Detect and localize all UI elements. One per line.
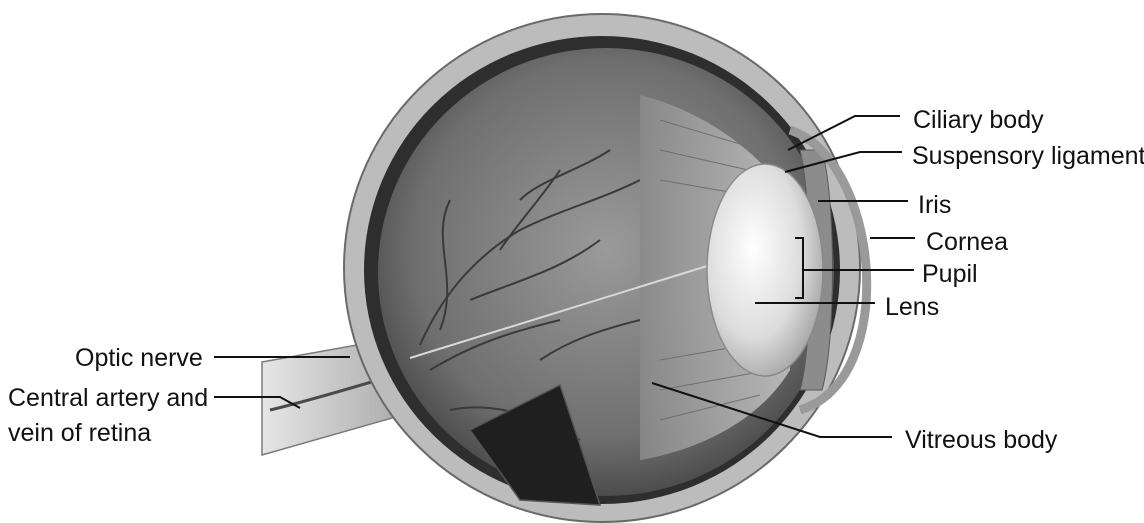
label-ciliary-body: Ciliary body — [913, 105, 1044, 135]
label-suspensory-ligament: Suspensory ligament — [912, 141, 1144, 171]
label-pupil: Pupil — [922, 259, 978, 289]
label-vitreous-body: Vitreous body — [905, 425, 1057, 455]
label-central-artery-line1: Central artery and — [8, 383, 208, 413]
label-central-artery-line2: vein of retina — [8, 418, 151, 448]
label-lens: Lens — [885, 292, 939, 322]
label-cornea: Cornea — [926, 227, 1008, 257]
label-iris: Iris — [918, 190, 951, 220]
label-optic-nerve: Optic nerve — [75, 343, 203, 373]
